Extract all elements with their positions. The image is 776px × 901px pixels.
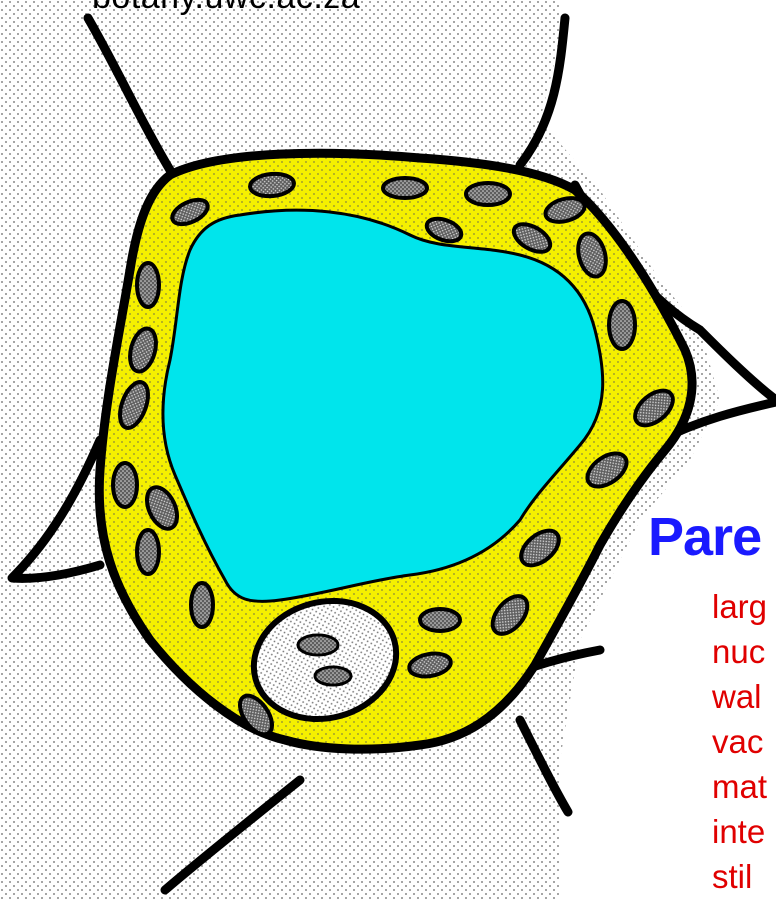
diagram-heading: Pare xyxy=(648,506,761,568)
description-line: stil xyxy=(712,854,767,899)
source-text: botany.uwc.ac.za xyxy=(92,0,360,17)
description-line: vac xyxy=(712,719,767,764)
description-line: larg xyxy=(712,584,767,629)
description-line: mat xyxy=(712,764,767,809)
description-line: wal xyxy=(712,674,767,719)
description-line: nuc xyxy=(712,629,767,674)
description-line: inte xyxy=(712,809,767,854)
description-list: larg nuc wal vac mat inte stil xyxy=(712,584,767,899)
